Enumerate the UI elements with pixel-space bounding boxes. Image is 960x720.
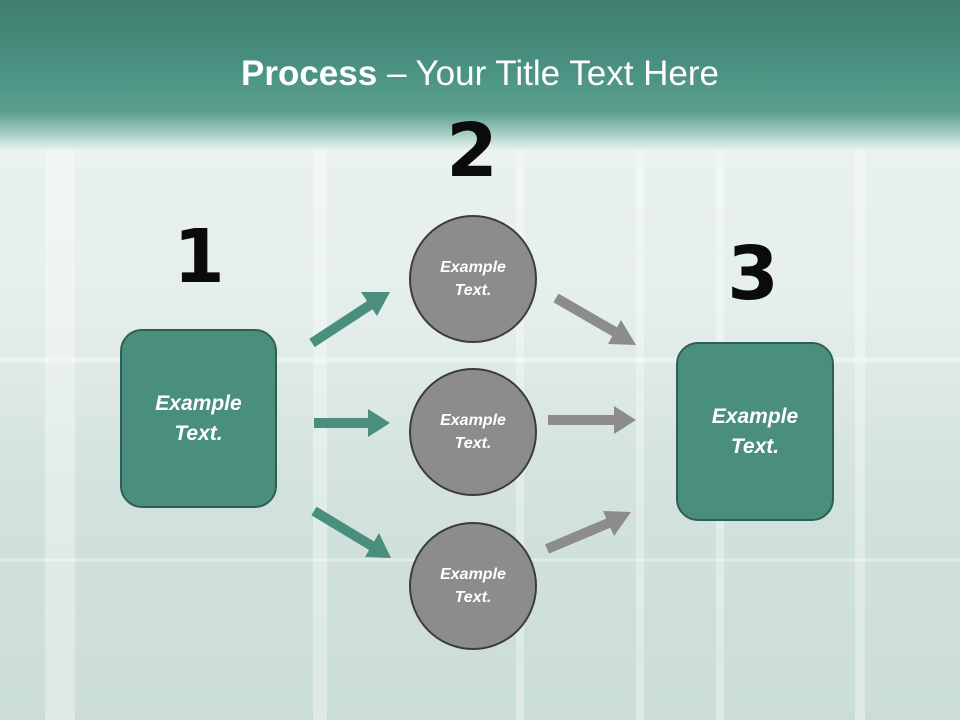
right-box-label: Example Text. <box>711 404 799 458</box>
title-bar <box>0 0 960 150</box>
circle-middle-label: Example Text. <box>440 412 506 452</box>
arrow-left-to-top <box>309 292 390 348</box>
step-number-1: 1 <box>173 214 225 300</box>
arrow-left-to-middle <box>314 409 390 437</box>
circle-bottom[interactable]: Example Text. <box>409 522 537 650</box>
arrow-middle-to-right <box>548 406 636 434</box>
circle-middle[interactable]: Example Text. <box>409 368 537 496</box>
arrow-left-to-bottom <box>311 506 391 558</box>
slide-title: Process – Your Title Text Here <box>0 52 960 96</box>
step-number-3: 3 <box>727 231 779 317</box>
left-process-box[interactable]: Example Text. <box>120 329 277 508</box>
circle-top-label: Example Text. <box>440 259 506 299</box>
circle-top[interactable]: Example Text. <box>409 215 537 343</box>
arrow-top-to-right <box>553 293 636 345</box>
title-bold: Process <box>241 54 378 93</box>
title-rest: – Your Title Text Here <box>377 54 719 93</box>
step-number-2: 2 <box>446 108 498 194</box>
arrow-bottom-to-right <box>545 511 631 554</box>
left-box-label: Example Text. <box>155 391 242 445</box>
circle-bottom-label: Example Text. <box>440 566 506 606</box>
right-process-box[interactable]: Example Text. <box>676 342 834 521</box>
